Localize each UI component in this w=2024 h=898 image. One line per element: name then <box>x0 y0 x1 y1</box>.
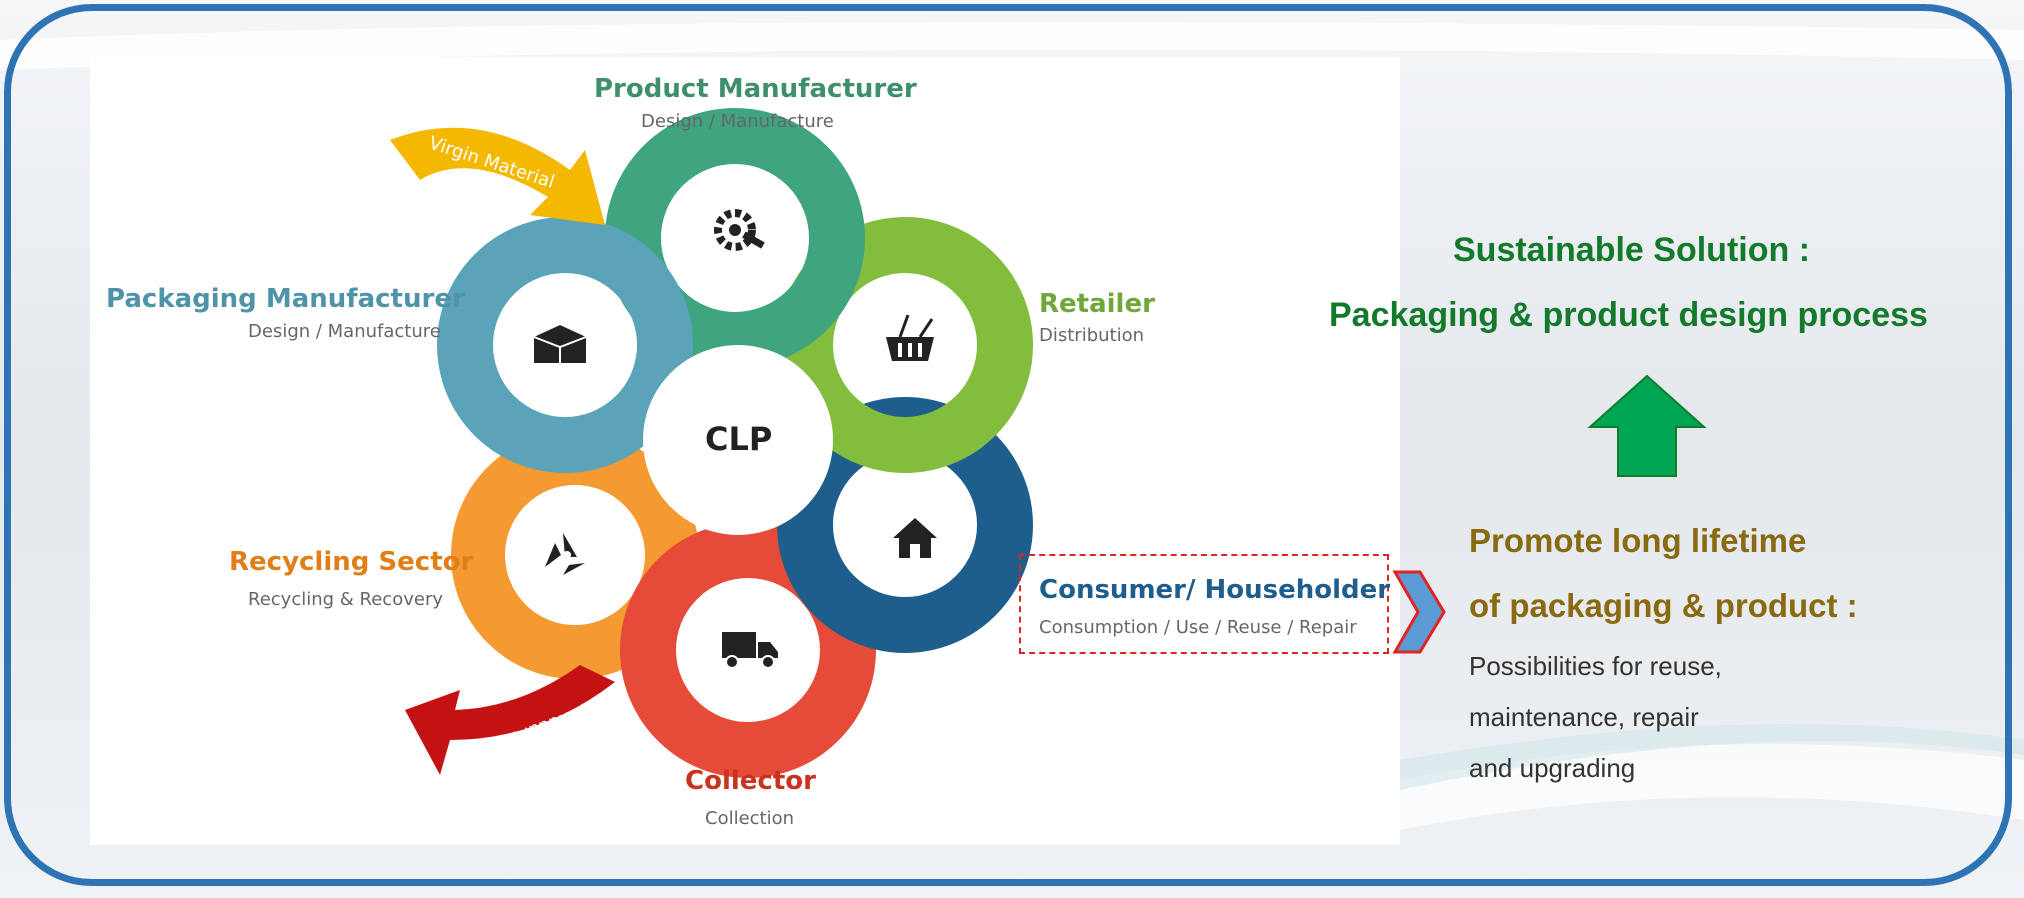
sustainable-solution-title: Sustainable Solution : <box>1453 231 1811 269</box>
rounded-frame <box>4 4 2012 886</box>
recycling-sector-label: Recycling Sector <box>229 547 474 577</box>
residual-waste-arrow: Residual Waste <box>405 665 615 775</box>
product-manufacturer-label: Product Manufacturer <box>594 74 917 104</box>
retailer-sub: Distribution <box>1039 325 1145 346</box>
packaging-ring <box>437 217 693 473</box>
up-arrow-icon <box>1587 374 1707 477</box>
collector-ring <box>620 522 876 778</box>
center-circle <box>643 345 833 535</box>
packaging-manufacturer-label: Packaging Manufacturer <box>106 284 465 314</box>
packaging-manufacturer-sub: Design / Manufacture <box>248 321 441 342</box>
virgin-material-arrow: Virgin Material <box>390 127 605 225</box>
promote-lifetime-line2: of packaging & product : <box>1469 587 1858 624</box>
box-icon <box>533 325 587 363</box>
consumer-label: Consumer/ Householder <box>1039 575 1391 605</box>
gear-wrench-icon <box>714 209 765 251</box>
chevron-right-icon <box>1392 570 1446 654</box>
basket-icon <box>886 314 934 361</box>
consumer-highlight-box <box>1019 554 1389 654</box>
recycling-sector-sub: Recycling & Recovery <box>248 589 443 610</box>
body-line2: maintenance, repair <box>1469 702 1699 732</box>
center-label: CLP <box>705 420 773 458</box>
collector-sub: Collection <box>705 808 795 829</box>
house-icon <box>893 518 937 558</box>
consumer-sub: Consumption / Use / Reuse / Repair <box>1039 617 1357 638</box>
recycle-icon <box>545 533 585 575</box>
promote-lifetime-line1: Promote long lifetime <box>1469 522 1807 559</box>
body-line3: and upgrading <box>1469 753 1636 783</box>
collector-label: Collector <box>685 766 816 796</box>
design-process-title: Packaging & product design process <box>1329 296 1928 334</box>
product-manufacturer-sub: Design / Manufacture <box>641 111 834 132</box>
retailer-label: Retailer <box>1039 289 1155 319</box>
body-line1: Possibilities for reuse, <box>1469 651 1722 681</box>
truck-icon <box>722 632 778 669</box>
